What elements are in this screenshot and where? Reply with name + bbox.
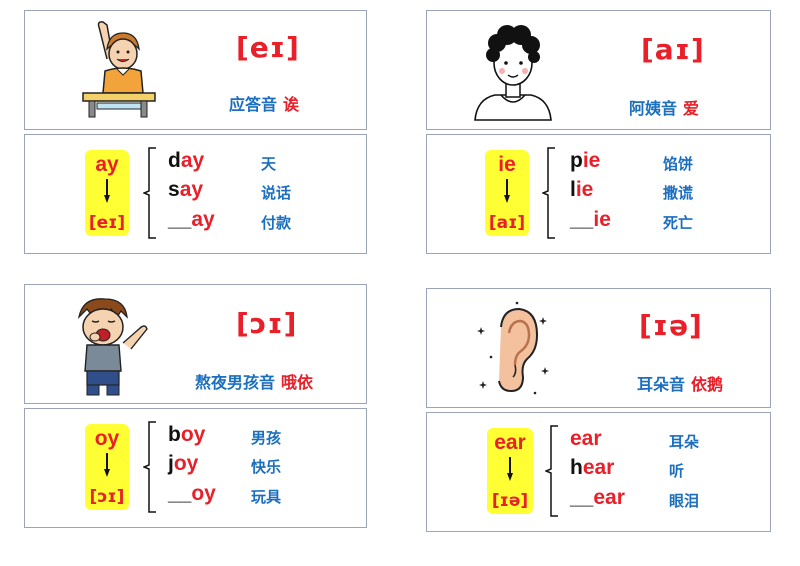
- caption: 阿姨音爱: [629, 95, 699, 119]
- caption-homophone: 诶: [283, 95, 300, 114]
- caption-name: 阿姨音: [629, 99, 678, 118]
- spelling-box: ay [eɪ]: [85, 150, 129, 236]
- spelling-box: ie [aɪ]: [485, 150, 529, 236]
- spelling-phonetic: [ɔɪ]: [89, 487, 125, 507]
- word-day: day: [168, 149, 205, 172]
- card-ai-top: [aɪ] 阿姨音爱: [426, 10, 771, 130]
- meaning: 馅饼: [663, 155, 694, 173]
- meaning: 男孩: [251, 429, 282, 447]
- word-joy: joy: [168, 452, 199, 475]
- spelling-letters: ay: [95, 153, 119, 176]
- brace-icon: [143, 421, 156, 513]
- phonetic-symbol: [eɪ]: [236, 31, 300, 64]
- word-say: say: [168, 178, 204, 201]
- card-ei-words: ay [eɪ] day say __ay 天 说话 付款: [24, 134, 367, 254]
- spelling-letters: oy: [94, 427, 120, 450]
- spelling-letters: ear: [494, 431, 526, 454]
- meaning: 玩具: [251, 488, 282, 506]
- arrow-down-icon: [104, 453, 110, 477]
- phonetic-symbol: [ɔɪ]: [236, 307, 298, 340]
- brace-icon: [545, 425, 558, 517]
- word-die: __ie: [570, 208, 611, 231]
- meaning: 快乐: [251, 458, 282, 476]
- caption: 耳朵音依鹅: [637, 371, 723, 395]
- word-toy: __oy: [168, 482, 216, 505]
- brace-icon: [542, 147, 555, 239]
- meaning: 耳朵: [669, 433, 700, 451]
- meaning: 天: [261, 155, 277, 173]
- meaning: 死亡: [663, 214, 694, 232]
- caption-name: 耳朵音: [637, 375, 686, 394]
- phonetic-symbol: [ɪə]: [639, 309, 703, 342]
- yawning-boy-icon: [77, 298, 148, 396]
- word-boy: boy: [168, 423, 206, 446]
- card-ie-words: ear [ɪə] ear hear __ear 耳朵 听 眼泪: [426, 412, 771, 532]
- caption: 熬夜男孩音哦依: [195, 369, 313, 393]
- card-oi-top: [ɔɪ] 熬夜男孩音哦依: [24, 284, 367, 404]
- meaning: 说话: [261, 184, 292, 202]
- card-ei-top: [eɪ] 应答音诶: [24, 10, 367, 130]
- arrow-down-icon: [507, 457, 513, 481]
- word-ear: ear: [570, 427, 602, 450]
- card-ai-words: ie [aɪ] pie lie __ie 馅饼 撒谎 死亡: [426, 134, 771, 254]
- caption-name: 熬夜男孩音: [195, 373, 276, 392]
- word-tear: __ear: [570, 486, 625, 509]
- meaning: 撒谎: [663, 184, 694, 202]
- meaning: 付款: [261, 214, 292, 232]
- word-pay: __ay: [168, 208, 215, 231]
- word-hear: hear: [570, 456, 615, 479]
- arrow-down-icon: [504, 179, 510, 203]
- curly-hair-person-icon: [474, 25, 552, 121]
- boy-raising-hand-icon: [82, 21, 156, 118]
- caption-name: 应答音: [229, 95, 278, 114]
- caption-homophone: 依鹅: [691, 375, 724, 394]
- caption-homophone: 爱: [683, 99, 700, 118]
- caption-homophone: 哦依: [281, 373, 314, 392]
- caption: 应答音诶: [229, 91, 299, 115]
- word-pie: pie: [570, 149, 601, 172]
- card-oi-words: oy [ɔɪ] boy joy __oy 男孩 快乐 玩具: [24, 408, 367, 528]
- card-ie-top: [ɪə] 耳朵音依鹅: [426, 288, 771, 408]
- meaning: 眼泪: [669, 492, 700, 510]
- ear-icon: [477, 301, 549, 395]
- arrow-down-icon: [104, 179, 110, 203]
- brace-icon: [143, 147, 156, 239]
- phonetic-symbol: [aɪ]: [641, 33, 705, 66]
- spelling-box: ear [ɪə]: [487, 428, 533, 514]
- spelling-box: oy [ɔɪ]: [85, 424, 129, 510]
- word-lie: lie: [570, 178, 594, 201]
- spelling-letters: ie: [498, 153, 516, 176]
- spelling-phonetic: [ɪə]: [491, 491, 529, 511]
- spelling-phonetic: [eɪ]: [88, 213, 126, 233]
- meaning: 听: [669, 462, 685, 480]
- spelling-phonetic: [aɪ]: [488, 213, 526, 233]
